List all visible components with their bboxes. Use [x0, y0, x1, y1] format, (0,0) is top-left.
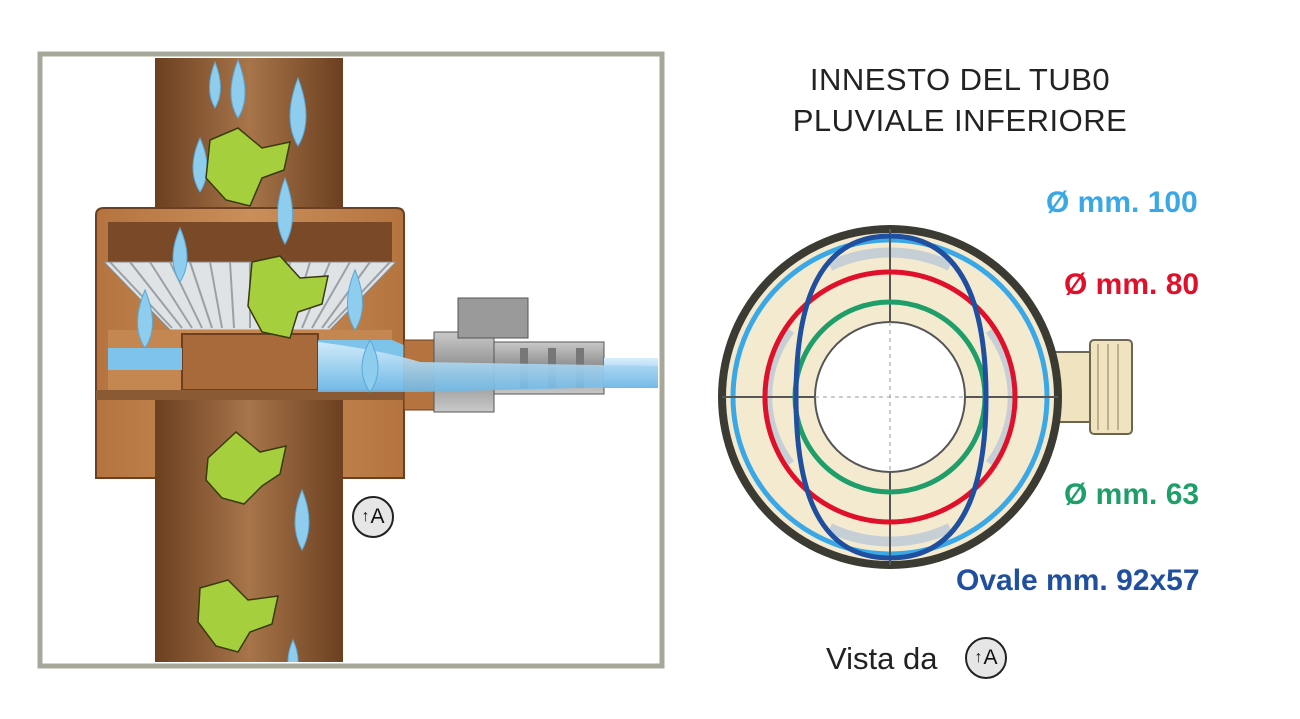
label-100mm: Ø mm. 100	[1046, 186, 1198, 219]
water-drops	[137, 58, 379, 662]
leaves	[197, 127, 329, 653]
vista-caption: Vista da	[826, 641, 937, 677]
label-80mm: Ø mm. 80	[1064, 268, 1200, 301]
outlet-water-stream	[318, 342, 658, 392]
arrow-up-icon: ↑	[361, 508, 370, 525]
vista-text: Vista da	[826, 641, 938, 676]
side-spigot	[1053, 339, 1133, 435]
collected-water	[108, 348, 182, 370]
oval-92x57	[793, 233, 989, 561]
title-line-2: PLUVIALE INFERIORE	[792, 103, 1128, 138]
label-oval-92x57: Ovale mm. 92x57	[956, 564, 1200, 597]
vista-a-marker: ↑ A	[965, 637, 1007, 679]
view-a-marker: ↑ A	[352, 496, 394, 538]
vista-marker-letter: A	[983, 646, 998, 669]
ring-80mm	[762, 269, 1018, 525]
view-marker-letter: A	[370, 505, 385, 528]
label-63mm: Ø mm. 63	[1064, 478, 1200, 511]
arrow-up-icon: ↑	[974, 649, 983, 666]
title-line-1: INNESTO DEL TUB0	[809, 62, 1111, 97]
